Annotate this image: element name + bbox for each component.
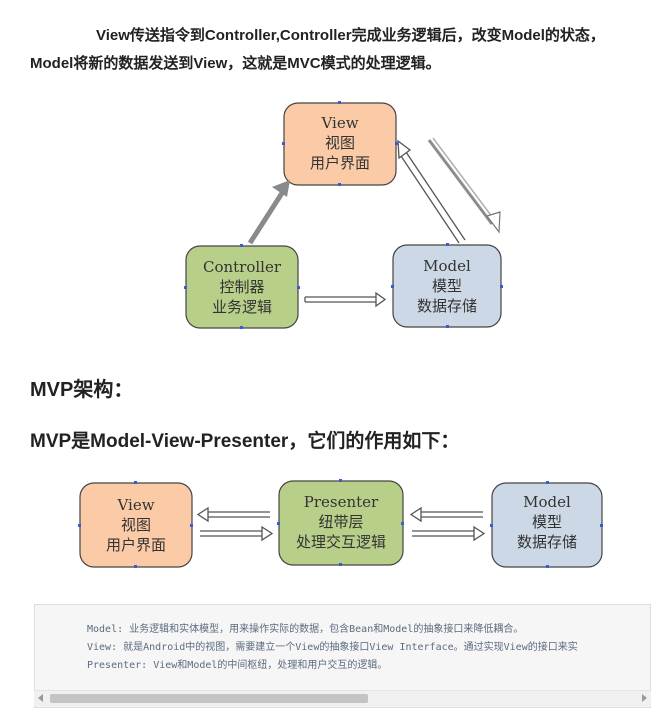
mvp-model-label-2: 模型 — [532, 513, 562, 531]
heading-mvp-definition: MVP是Model-View-Presenter，它们的作用如下： — [30, 431, 460, 452]
heading-mvp-architecture: MVP架构： — [30, 379, 134, 401]
mvp-view-label-2: 视图 — [121, 516, 151, 534]
mvp-view-label-3: 用户界面 — [106, 536, 166, 554]
scroll-left-icon[interactable] — [38, 694, 43, 702]
arrow-presenter-to-view — [196, 506, 270, 523]
code-content: Model: 业务逻辑和实体模型，用来操作实际的数据，包含Bean和Model的… — [87, 621, 578, 675]
mvc-diagram: View 视图 用户界面 Controller 控制器 业务逻辑 Model 模… — [184, 101, 503, 329]
arrow-presenter-to-model — [412, 525, 486, 542]
code-line-model: Model: 业务逻辑和实体模型，用来操作实际的数据，包含Bean和Model的… — [87, 624, 524, 635]
mvp-presenter-label-3: 处理交互逻辑 — [296, 533, 386, 551]
mvp-diagram: View 视图 用户界面 Presenter 纽带层 处理交互逻辑 Model … — [78, 479, 603, 568]
arrow-view-to-presenter — [200, 525, 274, 542]
arrow-model-to-presenter — [409, 506, 483, 523]
scrollbar-thumb[interactable] — [50, 694, 368, 703]
mvc-controller-label-2: 控制器 — [219, 278, 264, 296]
mvp-handles — [78, 479, 603, 568]
arrow-controller-to-model — [304, 291, 387, 308]
mvc-model-label-1: Model — [423, 257, 471, 275]
code-line-presenter: Presenter: View和Model的中间枢纽，处理和用户交互的逻辑。 — [87, 660, 388, 671]
mvc-view-label-2: 视图 — [325, 134, 355, 152]
mvc-handles — [184, 101, 503, 329]
mvc-view-box: View 视图 用户界面 — [283, 102, 397, 186]
scroll-right-icon[interactable] — [642, 694, 647, 702]
mvp-presenter-box: Presenter 纽带层 处理交互逻辑 — [278, 480, 404, 566]
mvc-controller-label-1: Controller — [203, 258, 282, 276]
mvp-model-label-1: Model — [523, 493, 571, 511]
mvp-view-box: View 视图 用户界面 — [79, 482, 193, 568]
mvp-model-label-3: 数据存储 — [517, 533, 577, 551]
arrow-model-to-view — [397, 139, 466, 244]
intro-line-2: Model将新的数据发送到View，这就是MVC模式的处理逻辑。 — [30, 55, 441, 72]
mvc-view-label-1: View — [320, 114, 358, 132]
mvp-presenter-label-2: 纽带层 — [318, 513, 363, 531]
arrow-view-to-model-streak — [427, 137, 501, 234]
mvc-controller-label-3: 业务逻辑 — [212, 298, 272, 316]
horizontal-scrollbar[interactable] — [34, 690, 651, 706]
intro-line-1: View传送指令到Controller,Controller完成业务逻辑后，改变… — [96, 27, 605, 44]
intro-paragraph: View传送指令到Controller,Controller完成业务逻辑后，改变… — [30, 22, 650, 78]
mvc-controller-box: Controller 控制器 业务逻辑 — [185, 245, 299, 329]
mvp-view-label-1: View — [116, 496, 154, 514]
mvp-presenter-label-1: Presenter — [304, 493, 379, 511]
arrow-controller-to-view — [247, 180, 290, 245]
mvp-model-box: Model 模型 数据存储 — [491, 482, 603, 568]
code-line-view: View: 就是Android中的视图，需要建立一个View的抽象接口View … — [87, 642, 578, 653]
mvc-model-label-3: 数据存储 — [417, 297, 477, 315]
mvc-view-label-3: 用户界面 — [310, 154, 370, 172]
mvc-model-label-2: 模型 — [432, 277, 462, 295]
mvc-model-box: Model 模型 数据存储 — [392, 244, 502, 328]
